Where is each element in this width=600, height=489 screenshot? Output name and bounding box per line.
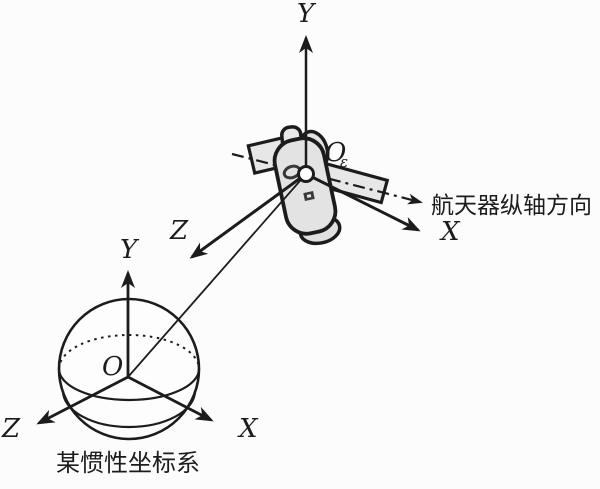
inertial-origin-label: O: [102, 352, 123, 382]
inertial-z-axis-label: Z: [1, 414, 21, 444]
spacecraft-group: O ε Y Z X 航天器纵轴方向: [127, 0, 592, 378]
longitudinal-axis-label: 航天器纵轴方向: [431, 193, 592, 218]
inertial-y-axis-label: Y: [120, 235, 140, 265]
spacecraft-origin-label: O: [325, 138, 346, 168]
inertial-x-axis-label: X: [237, 414, 259, 444]
inertial-frame-group: O Y Z X 某惯性坐标系: [1, 235, 259, 477]
satellite-hatch: [303, 191, 315, 201]
spacecraft-x-axis: [305, 172, 421, 232]
spacecraft-origin-marker: [297, 165, 315, 183]
spacecraft-longitudinal-axis: [231, 152, 423, 205]
inertial-x-axis: [127, 375, 214, 422]
spacecraft-y-axis-label: Y: [297, 0, 317, 29]
inertial-z-axis: [36, 375, 129, 425]
sphere-equator-front-arc: [57, 368, 201, 402]
spacecraft-origin-subscript: ε: [340, 153, 348, 171]
spacecraft-z-axis-label: Z: [169, 216, 189, 246]
spacecraft-x-axis-label: X: [439, 217, 461, 247]
spacecraft-z-axis: [189, 172, 307, 259]
inertial-frame-caption: 某惯性坐标系: [56, 450, 200, 477]
position-vector-line: [127, 173, 307, 378]
